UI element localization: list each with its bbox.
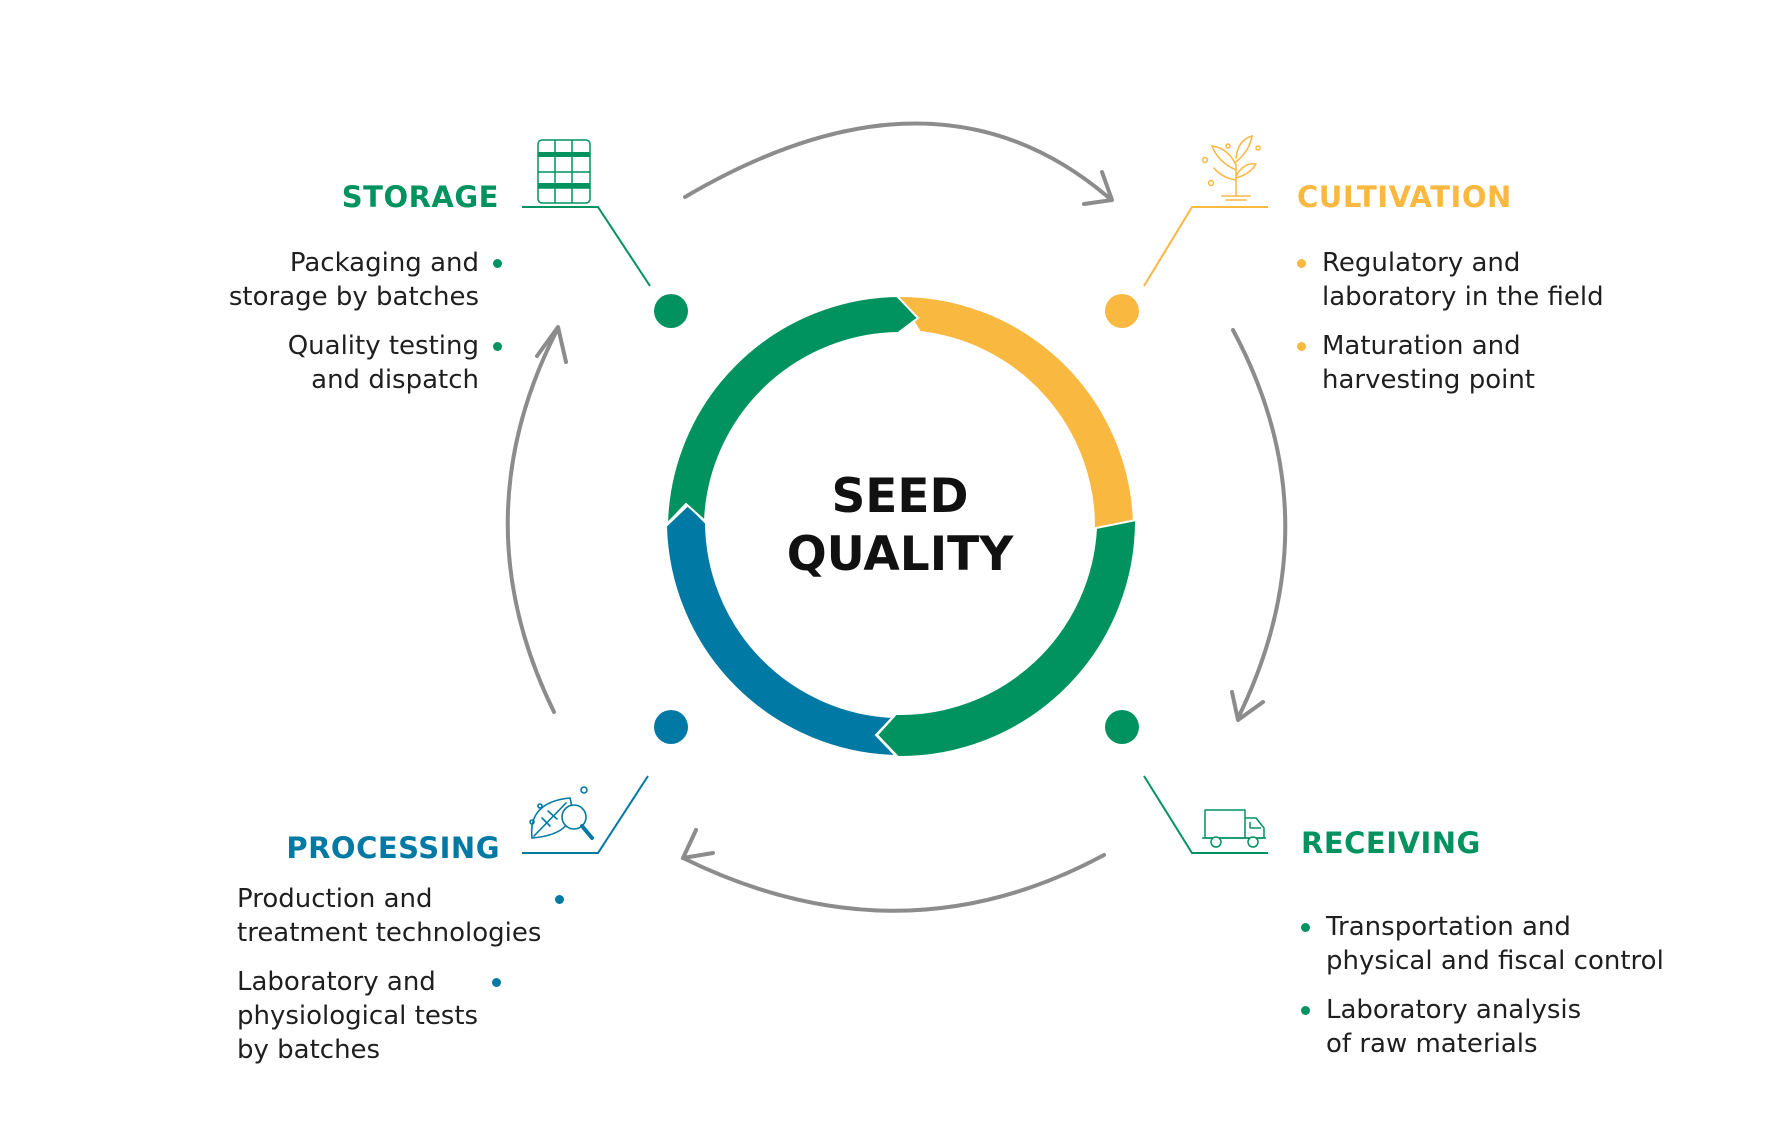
storage-title: STORAGE	[341, 180, 499, 214]
arrow-receiving-to-processing	[681, 828, 1106, 913]
bullet-icon	[1297, 259, 1306, 268]
cultivation-items: Regulatory and laboratory in the field M…	[1297, 246, 1757, 412]
outer-cycle-arrows	[505, 121, 1288, 913]
ring-segment-storage	[665, 294, 920, 527]
cultivation-item-2: Maturation and harvesting point	[1322, 331, 1536, 395]
receiving-leader-line	[1143, 775, 1268, 854]
cultivation-dot	[1105, 294, 1139, 328]
processing-dot	[654, 710, 688, 744]
receiving-title: RECEIVING	[1301, 826, 1481, 860]
arrow-cultivation-to-receiving	[1230, 328, 1288, 722]
cultivation-title: CULTIVATION	[1297, 180, 1512, 214]
seed-magnifier-icon	[529, 786, 594, 840]
bullet-icon	[555, 895, 565, 904]
arrow-processing-to-storage	[505, 325, 568, 714]
storage-item-2: Quality testing and dispatch	[287, 331, 479, 395]
processing-leader-line	[522, 775, 649, 854]
list-item: Laboratory analysis of raw materials	[1301, 993, 1771, 1061]
bullet-icon	[493, 342, 502, 351]
bullet-icon	[1297, 342, 1306, 351]
storage-dot	[654, 294, 688, 328]
receiving-dot	[1105, 710, 1139, 744]
bullet-icon	[1301, 923, 1310, 932]
cultivation-leader-line	[1143, 206, 1268, 287]
processing-items: Production and treatment technologies La…	[237, 882, 617, 1082]
storage-leader-line	[522, 206, 651, 287]
receiving-items: Transportation and physical and fiscal c…	[1301, 910, 1771, 1076]
list-item: Production and treatment technologies	[237, 882, 617, 950]
bullet-icon	[493, 259, 502, 268]
processing-title: PROCESSING	[286, 831, 500, 865]
ring-segment-processing	[664, 503, 899, 758]
receiving-item-1: Transportation and physical and fiscal c…	[1326, 912, 1664, 976]
list-item: Maturation and harvesting point	[1297, 329, 1757, 397]
processing-item-1: Production and treatment technologies	[237, 884, 542, 948]
receiving-item-2: Laboratory analysis of raw materials	[1326, 995, 1582, 1059]
list-item: Quality testing and dispatch	[42, 329, 502, 397]
center-title-line2: QUALITY	[786, 527, 1014, 582]
list-item: Packaging and storage by batches	[42, 246, 502, 314]
cultivation-item-1: Regulatory and laboratory in the field	[1322, 248, 1604, 312]
list-item: Laboratory and physiological tests by ba…	[237, 965, 617, 1067]
list-item: Transportation and physical and fiscal c…	[1301, 910, 1771, 978]
storage-item-1: Packaging and storage by batches	[228, 248, 479, 312]
truck-icon	[1202, 809, 1266, 848]
center-ring	[664, 294, 1138, 759]
pallet-grid-icon	[537, 139, 591, 204]
storage-items: Packaging and storage by batches Quality…	[42, 246, 502, 412]
processing-item-2: Laboratory and physiological tests by ba…	[237, 967, 479, 1065]
list-item: Regulatory and laboratory in the field	[1297, 246, 1757, 314]
bullet-icon	[492, 978, 502, 987]
center-title-line1: SEED	[831, 469, 969, 524]
bullet-icon	[1301, 1006, 1310, 1015]
sprouting-plant-icon	[1201, 134, 1261, 201]
arrow-storage-to-cultivation	[683, 121, 1114, 206]
center-title: SEED QUALITY	[700, 468, 1100, 584]
